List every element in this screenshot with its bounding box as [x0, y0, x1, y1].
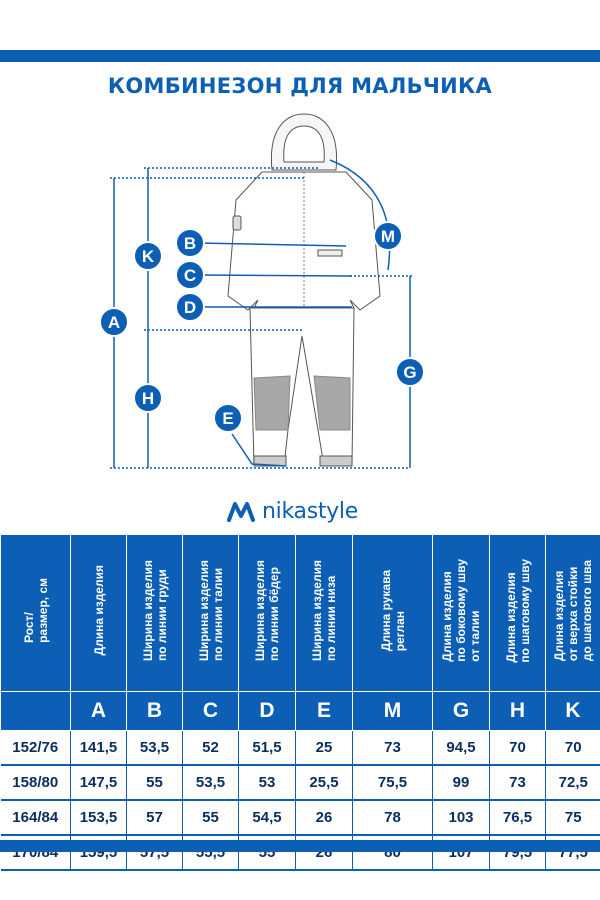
value-cell: 57: [126, 800, 183, 836]
label-e: E: [213, 403, 243, 433]
header-cell: Ширина изделия по линии груди: [126, 534, 183, 692]
brand-logo: nikastyle: [226, 495, 358, 527]
svg-text:M: M: [381, 227, 395, 246]
value-cell: 78: [352, 800, 433, 836]
header-cell: Ширина изделия по линии талии: [182, 534, 239, 692]
value-cell: 72,5: [545, 765, 600, 801]
svg-text:B: B: [184, 234, 196, 253]
label-k: K: [133, 241, 163, 271]
letter-cell: A: [70, 691, 127, 731]
letter-cell: D: [238, 691, 296, 731]
value-cell: 75: [545, 800, 600, 836]
label-h: H: [133, 383, 163, 413]
header-cell: Длина изделия по боковому шву от талии: [432, 534, 490, 692]
svg-text:C: C: [184, 266, 196, 285]
value-cell: 94,5: [432, 730, 490, 766]
table-row: 158/80 147,5 55 53,5 53 25,5 75,5 99 73 …: [0, 765, 600, 801]
label-m: M: [373, 221, 403, 251]
letter-cell: M: [352, 691, 433, 731]
value-cell: 55: [182, 800, 239, 836]
value-cell: 147,5: [70, 765, 127, 801]
size-table: Рост/ размер, см Длина изделия Ширина из…: [0, 534, 600, 871]
letter-cell: G: [432, 691, 490, 731]
page-title: КОМБИНЕЗОН ДЛЯ МАЛЬЧИКА: [107, 74, 493, 98]
table-row: 152/76 141,5 53,5 52 51,5 25 73 94,5 70 …: [0, 730, 600, 766]
value-cell: 99: [432, 765, 490, 801]
svg-text:D: D: [184, 298, 196, 317]
value-cell: 75,5: [352, 765, 433, 801]
value-cell: 25: [295, 730, 353, 766]
knee-left: [253, 375, 291, 431]
pocket: [317, 249, 343, 257]
value-cell: 103: [432, 800, 490, 836]
header-cell: Длина рукава реглан: [352, 534, 433, 692]
value-cell: 76,5: [489, 800, 546, 836]
brand-mark-icon: [227, 502, 255, 522]
size-cell: 158/80: [0, 765, 71, 801]
brand-name: nikastyle: [262, 498, 358, 524]
value-cell: 53,5: [182, 765, 239, 801]
cuff-right: [319, 455, 353, 467]
value-cell: 55: [126, 765, 183, 801]
size-cell: 164/84: [0, 800, 71, 836]
value-cell: 73: [352, 730, 433, 766]
value-cell: 26: [295, 800, 353, 836]
hood-inner: [283, 125, 325, 163]
label-b: B: [175, 228, 205, 258]
label-d: D: [175, 292, 205, 322]
letter-cell: H: [489, 691, 546, 731]
label-c: C: [175, 260, 205, 290]
header-cell: Ширина изделия по линии низа: [295, 534, 353, 692]
letter-cell: B: [126, 691, 183, 731]
table-row: 164/84 153,5 57 55 54,5 26 78 103 76,5 7…: [0, 800, 600, 836]
svg-text:E: E: [222, 409, 233, 428]
value-cell: 51,5: [238, 730, 296, 766]
header-cell: Рост/ размер, см: [0, 534, 71, 692]
knee-right: [313, 375, 351, 431]
bottom-bar: [0, 840, 600, 852]
label-g: G: [395, 357, 425, 387]
svg-text:A: A: [108, 313, 120, 332]
value-cell: 25,5: [295, 765, 353, 801]
sleeve-patch: [232, 215, 242, 231]
letter-cell: C: [182, 691, 239, 731]
header-cell: Длина изделия от верха стойки до шаговог…: [545, 534, 600, 692]
size-cell: 152/76: [0, 730, 71, 766]
header-row: Рост/ размер, см Длина изделия Ширина из…: [0, 534, 600, 692]
value-cell: 73: [489, 765, 546, 801]
value-cell: 141,5: [70, 730, 127, 766]
label-a: A: [99, 307, 129, 337]
letter-cell: K: [545, 691, 600, 731]
jumpsuit-illustration: [227, 113, 381, 467]
value-cell: 53: [238, 765, 296, 801]
header-cell: Длина изделия: [70, 534, 127, 692]
value-cell: 70: [489, 730, 546, 766]
svg-text:G: G: [403, 363, 416, 382]
value-cell: 54,5: [238, 800, 296, 836]
svg-text:H: H: [142, 389, 154, 408]
value-cell: 70: [545, 730, 600, 766]
value-cell: 53,5: [126, 730, 183, 766]
garment-diagram: A K B C D H E M G: [99, 113, 425, 469]
value-cell: 52: [182, 730, 239, 766]
value-cell: 153,5: [70, 800, 127, 836]
letter-row: A B C D E M G H K: [0, 691, 600, 731]
top-bar: [0, 50, 600, 62]
cuff-left: [253, 455, 287, 467]
letter-cell: E: [295, 691, 353, 731]
header-cell: Ширина изделия по линии бёдер: [238, 534, 296, 692]
svg-text:K: K: [142, 247, 155, 266]
letter-cell: [0, 691, 71, 731]
header-cell: Длина изделия по шаговому шву: [489, 534, 546, 692]
